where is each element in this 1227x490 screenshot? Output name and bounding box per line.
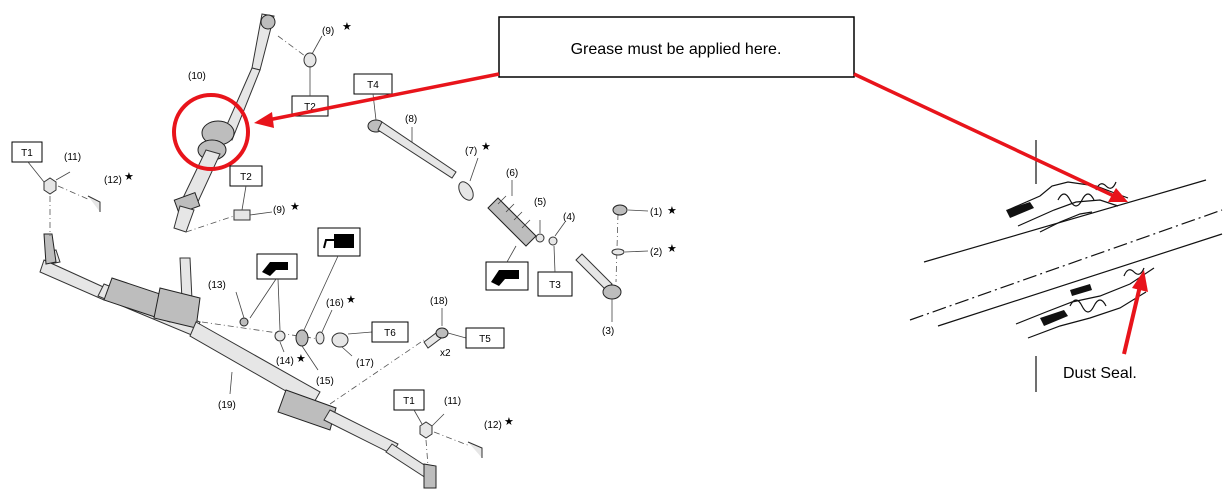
castle-nut-1 — [612, 204, 628, 216]
star-icon: ★ — [667, 204, 677, 217]
label-part-13: (13) — [208, 280, 226, 291]
label-part-12-right: (12) — [484, 420, 502, 431]
svg-text:T1: T1 — [403, 396, 415, 407]
grease-symbol-left — [249, 253, 298, 331]
lock-washer-7 — [458, 181, 474, 201]
star-icon: ★ — [346, 293, 356, 306]
lock-nut-4 — [548, 236, 558, 246]
torque-label-t1-right: T1 — [393, 389, 425, 425]
dust-seal-arrow — [1122, 270, 1148, 355]
label-quantity-x2: x2 — [440, 348, 451, 359]
dust-seal-detail-view — [909, 140, 1223, 392]
star-icon: ★ — [296, 352, 306, 365]
label-part-2: (2) — [650, 247, 662, 258]
torque-label-t6: T6 — [371, 321, 409, 343]
boot-clip-5 — [535, 233, 545, 243]
cotter-pin-2 — [611, 248, 625, 256]
star-icon: ★ — [342, 20, 352, 33]
svg-text:T2: T2 — [240, 172, 252, 183]
tie-rod-end-left-lower — [419, 413, 483, 467]
label-part-3: (3) — [602, 326, 614, 337]
label-part-14: (14) — [276, 356, 294, 367]
tie-rod-end-right — [575, 213, 622, 322]
label-part-10: (10) — [188, 71, 206, 82]
svg-text:T4: T4 — [367, 80, 379, 91]
label-part-7: (7) — [465, 146, 477, 157]
torque-label-t3: T3 — [537, 245, 573, 297]
star-icon: ★ — [290, 200, 300, 213]
label-part-11-left: (11) — [64, 152, 81, 163]
pinion-small-parts — [201, 291, 373, 371]
inner-tie-rod — [367, 119, 457, 179]
svg-text:T6: T6 — [384, 328, 396, 339]
star-icon: ★ — [124, 170, 134, 183]
star-icon: ★ — [667, 242, 677, 255]
torque-label-t1-left: T1 — [11, 141, 45, 183]
bolt-9-mid — [185, 209, 273, 233]
label-part-9-top: (9) — [322, 26, 334, 37]
grease-callout-box: Grease must be applied here. — [498, 16, 855, 78]
svg-text:Grease must be applied here.: Grease must be applied here. — [571, 41, 782, 58]
torque-label-t4: T4 — [353, 73, 393, 121]
label-part-5: (5) — [534, 197, 546, 208]
mounting-bolt-18 — [329, 308, 467, 405]
torque-label-t5: T5 — [465, 327, 505, 349]
dust-seal-label: Dust Seal. — [1063, 365, 1137, 382]
steering-rack-housing — [39, 249, 437, 489]
svg-text:T1: T1 — [21, 148, 33, 159]
label-part-8: (8) — [405, 114, 417, 125]
svg-text:T5: T5 — [479, 334, 491, 345]
label-part-11-right: (11) — [444, 396, 461, 407]
label-part-12-left: (12) — [104, 175, 122, 186]
label-part-17: (17) — [356, 358, 374, 369]
rack-boot — [487, 180, 537, 247]
bolt-9-top — [277, 35, 323, 68]
grease-symbol-boot — [485, 245, 529, 291]
label-part-9-mid: (9) — [273, 205, 285, 216]
steering-intermediate-shaft — [173, 13, 276, 233]
label-part-15: (15) — [316, 376, 334, 387]
label-part-19: (19) — [218, 400, 236, 411]
label-part-18: (18) — [430, 296, 448, 307]
label-part-1: (1) — [650, 207, 662, 218]
torque-label-t2-mid: T2 — [229, 165, 263, 211]
grease-highlight-circle — [172, 93, 250, 171]
star-icon: ★ — [481, 140, 491, 153]
label-part-6: (6) — [506, 168, 518, 179]
svg-text:T3: T3 — [549, 280, 561, 291]
star-icon: ★ — [504, 415, 514, 428]
tie-rod-end-left — [43, 171, 101, 265]
svg-text:T2: T2 — [304, 102, 316, 113]
label-part-4: (4) — [563, 212, 575, 223]
grease-arrow-left — [254, 72, 500, 128]
grease-arrow-right — [853, 72, 1128, 202]
label-part-16: (16) — [326, 298, 344, 309]
sealant-symbol — [303, 227, 361, 331]
